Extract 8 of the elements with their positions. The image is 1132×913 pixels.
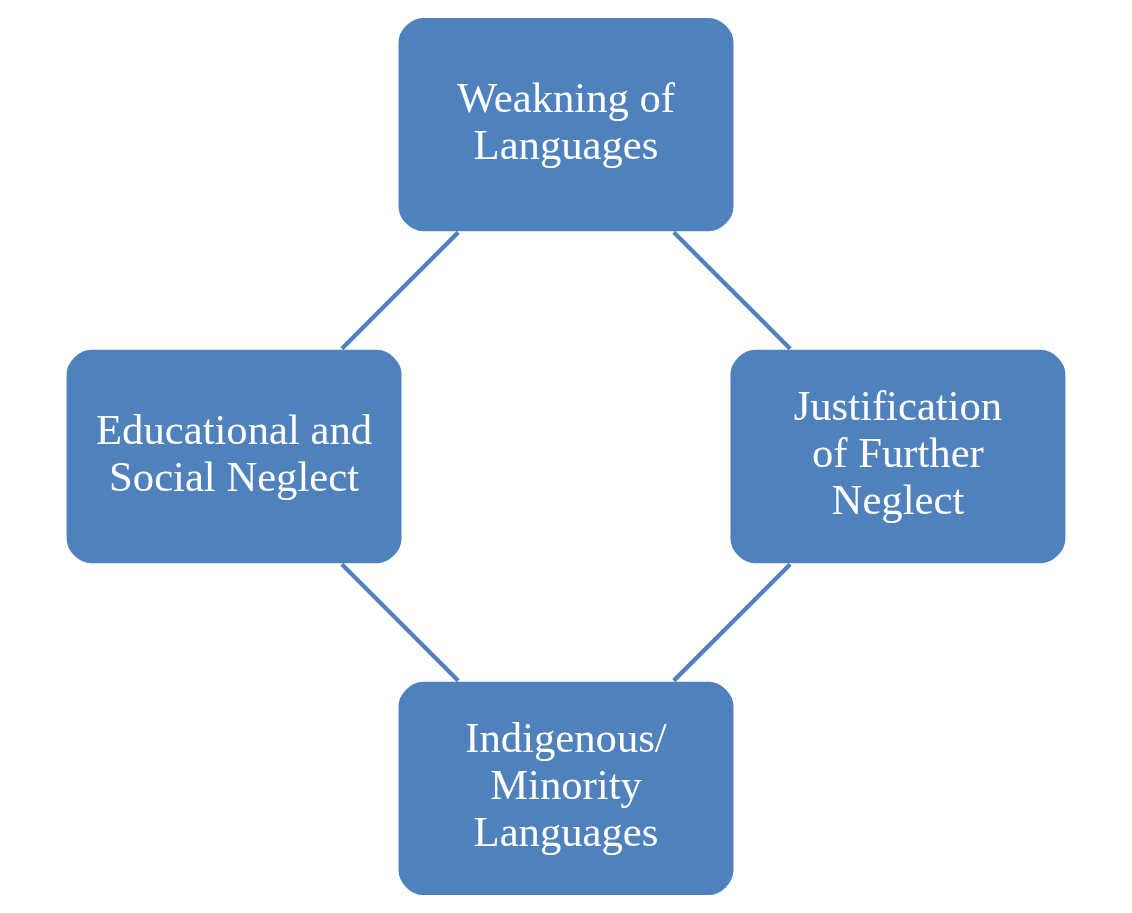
node-box: Indigenous/ Minority Languages: [396, 679, 736, 898]
connector: [340, 230, 460, 351]
node-box: Weakning of Languages: [396, 15, 736, 234]
connector: [672, 562, 792, 683]
node-box: Educational and Social Neglect: [64, 347, 404, 566]
connector: [672, 230, 792, 351]
node-box: Justification of Further Neglect: [728, 347, 1068, 566]
connector: [340, 562, 460, 683]
